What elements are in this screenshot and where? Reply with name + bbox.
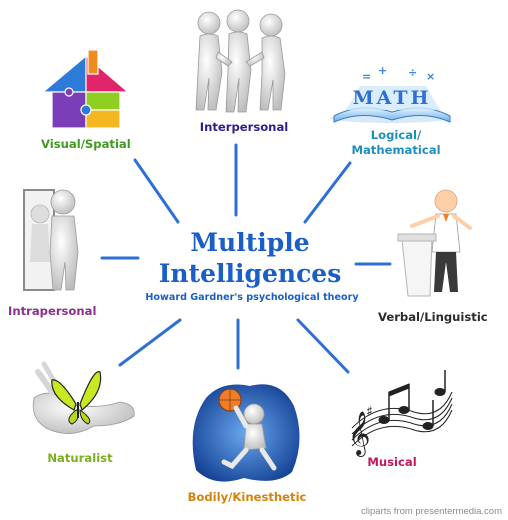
label-intrapersonal: Intrapersonal: [8, 304, 97, 318]
label-verbal-linguistic: Verbal/Linguistic: [378, 310, 488, 324]
speaker-at-podium-icon: [397, 189, 472, 297]
svg-text:+: +: [378, 64, 387, 77]
connector-musical: [296, 318, 350, 374]
svg-text:÷: ÷: [408, 66, 417, 79]
label-interpersonal: Interpersonal: [199, 120, 289, 134]
connector-logical: [303, 161, 352, 224]
label-visual-spatial: Visual/Spatial: [41, 137, 131, 151]
svg-text:♯: ♯: [366, 404, 373, 420]
center-title-line1: Multiple: [190, 228, 310, 257]
label-musical: Musical: [367, 455, 417, 469]
people-huddle-icon: [195, 9, 286, 113]
center-title-line2: Intelligences: [158, 259, 342, 288]
music-notes-icon: 𝄞 ♯: [348, 370, 453, 457]
math-letters: MATH: [353, 87, 432, 109]
butterfly-in-hands-icon: [32, 361, 135, 434]
mirror-reflection-icon: [23, 189, 79, 291]
basketball-dunk-icon: [192, 384, 300, 482]
math-book-icon: MATH = + ÷ ×: [330, 64, 451, 123]
svg-text:×: ×: [426, 70, 435, 83]
label-logical-line1: Logical/: [370, 128, 422, 142]
connector-lines: [100, 143, 392, 374]
connector-naturalist: [118, 318, 182, 367]
label-logical-line2: Mathematical: [351, 143, 441, 157]
svg-text:=: =: [362, 70, 371, 83]
connector-visual: [133, 158, 180, 224]
puzzle-house-icon: [41, 49, 130, 129]
label-naturalist: Naturalist: [47, 451, 113, 465]
center-subtitle: Howard Gardner's psychological theory: [145, 292, 359, 303]
label-bodily-kinesthetic: Bodily/Kinesthetic: [187, 490, 307, 504]
credit-text: cliparts from presentermedia.com: [361, 506, 502, 517]
svg-text:𝄞: 𝄞: [348, 411, 370, 457]
